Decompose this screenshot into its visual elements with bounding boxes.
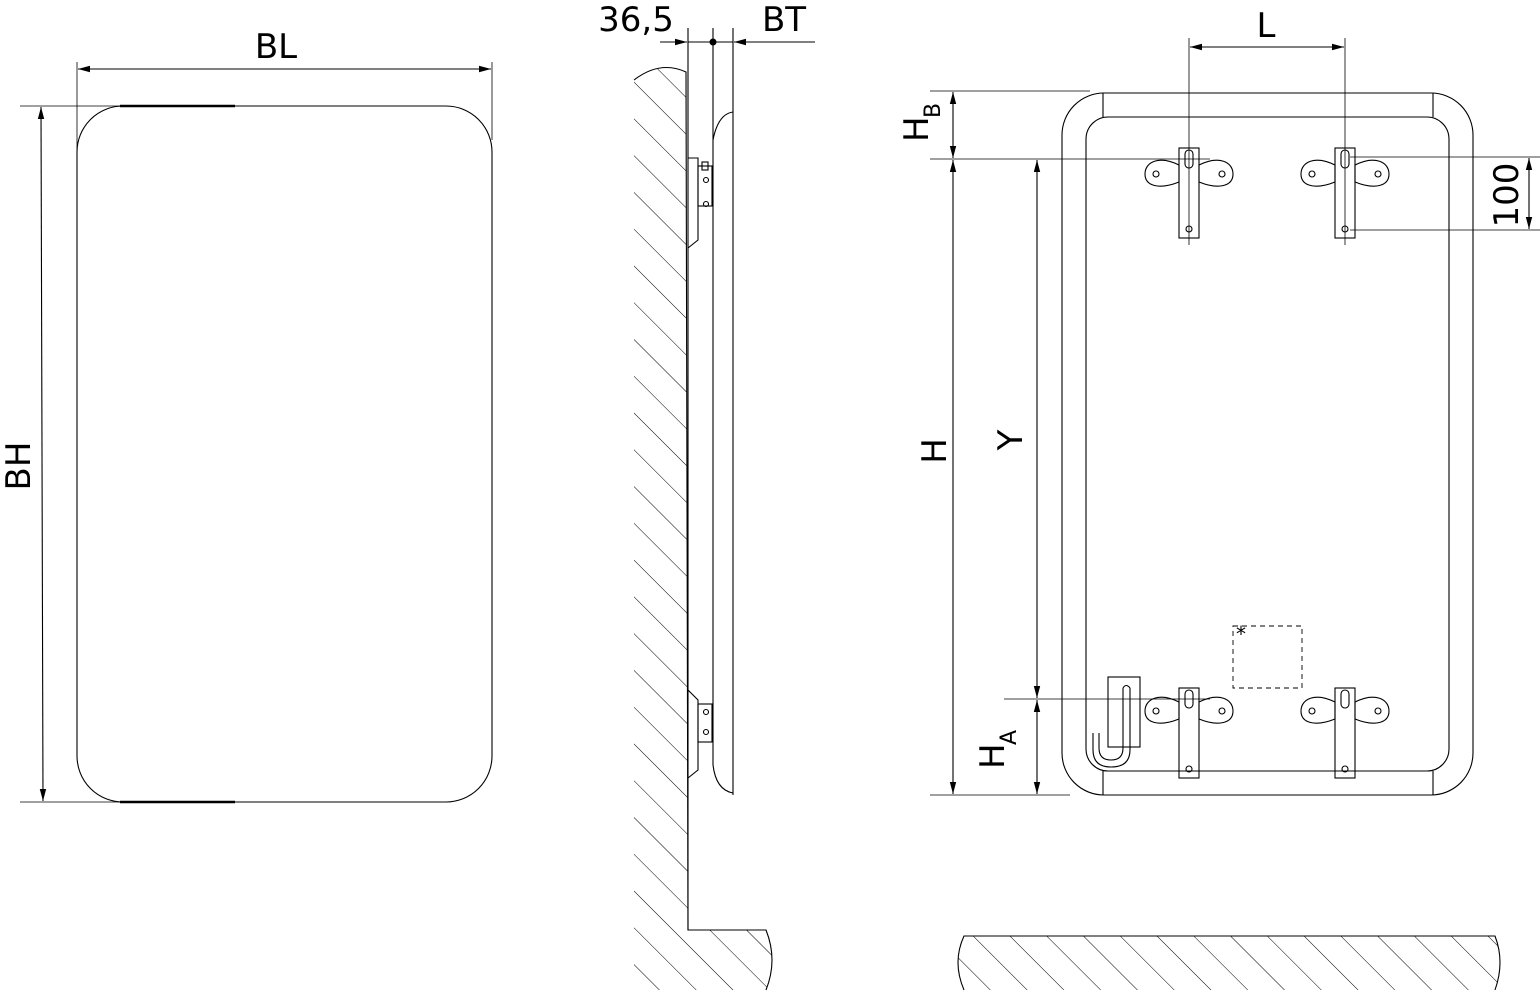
front-panel-outline <box>76 105 493 803</box>
label-bt: BT <box>762 0 806 40</box>
side-upper-bracket <box>687 157 713 249</box>
label-y: Y <box>991 429 1031 451</box>
rear-view: * L H B H Y H A 100 <box>897 6 1540 991</box>
label-hb: H B <box>897 103 946 142</box>
bracket-bottom-right <box>1300 687 1390 779</box>
panel-bottom-curve <box>712 764 734 794</box>
front-view: BL BH <box>0 27 493 804</box>
side-view: 36,5 BT <box>598 0 815 991</box>
bracket-bottom-left <box>1144 687 1234 779</box>
dimension-line-bh <box>37 106 47 802</box>
svg-text:H: H <box>897 116 937 142</box>
label-ha: H A <box>973 730 1022 769</box>
label-36-5: 36,5 <box>598 0 674 40</box>
label-bl: BL <box>255 27 297 67</box>
rear-frame-inner <box>1085 116 1450 772</box>
label-h: H <box>915 438 955 464</box>
label-l: L <box>1257 6 1276 46</box>
heating-connector <box>1092 676 1141 768</box>
svg-text:H: H <box>973 743 1013 769</box>
panel-top-curve <box>712 111 734 141</box>
side-lower-bracket <box>687 689 713 779</box>
svg-text:A: A <box>997 730 1022 745</box>
connection-mark: * <box>1236 622 1246 646</box>
dimension-dot <box>709 38 717 46</box>
floor-outline <box>957 935 1501 991</box>
label-bh: BH <box>0 442 39 491</box>
label-100: 100 <box>1487 163 1527 228</box>
wall-hatching <box>634 67 772 990</box>
floor-hatching <box>958 936 1500 990</box>
connection-area-dashed <box>1232 625 1303 689</box>
svg-text:B: B <box>921 103 946 118</box>
rear-frame-outer <box>1061 92 1474 796</box>
